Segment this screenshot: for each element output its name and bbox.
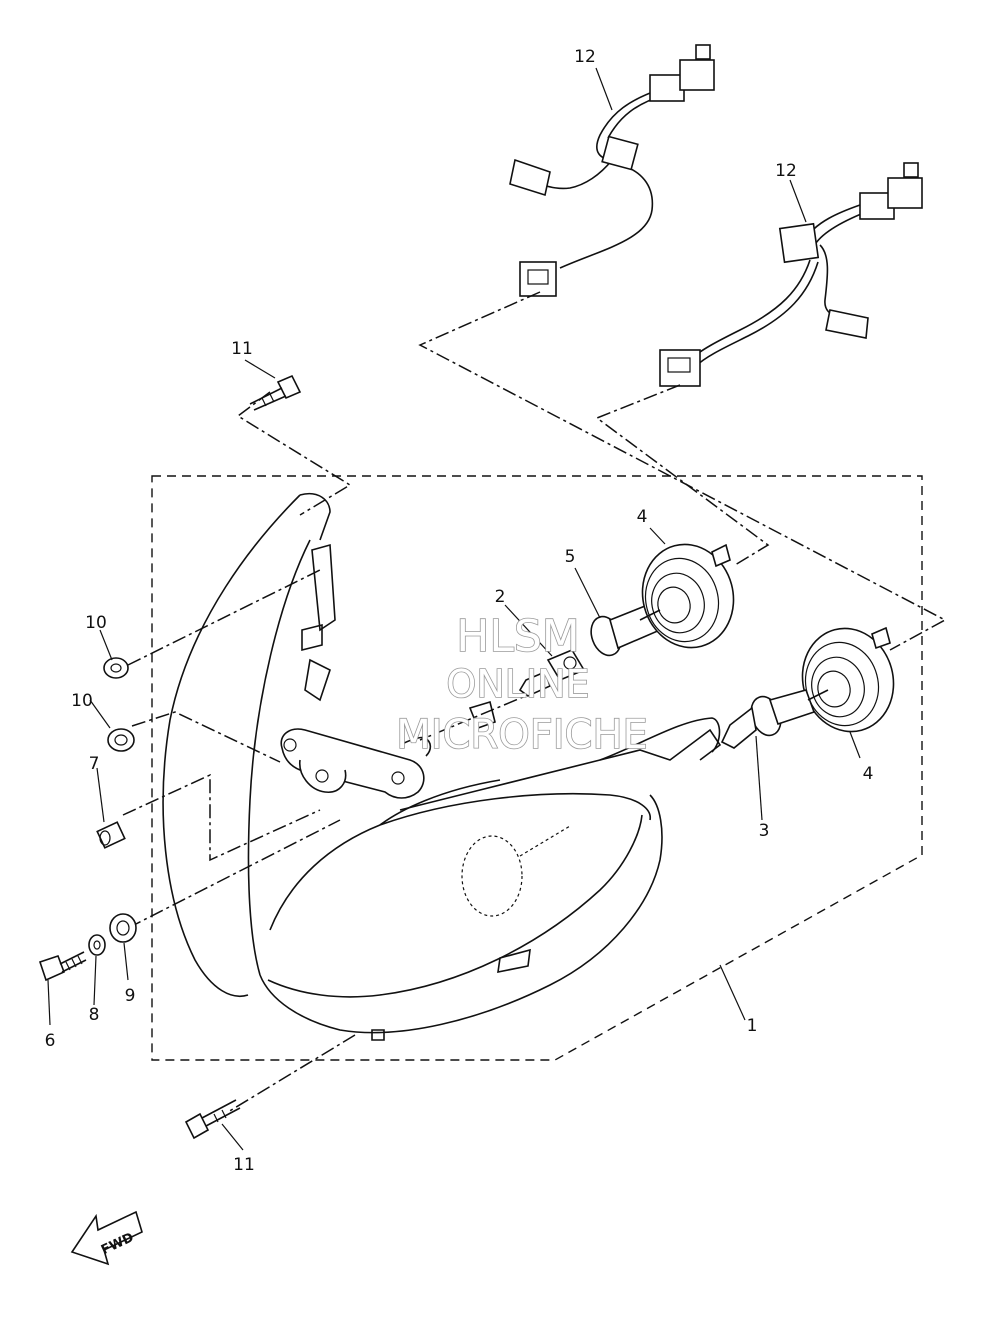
callout-5[interactable]: 5 (565, 547, 576, 567)
callout-4-upper[interactable]: 4 (637, 507, 648, 527)
callout-1[interactable]: 1 (747, 1016, 758, 1036)
reference-lines (122, 291, 947, 1113)
callout-12-right[interactable]: 12 (775, 161, 797, 181)
grommet-lower[interactable] (109, 913, 137, 943)
callout-8[interactable]: 8 (89, 1005, 100, 1025)
callout-11-upper[interactable]: 11 (231, 339, 253, 359)
callout-12-upper[interactable]: 12 (574, 47, 596, 67)
wire-harness-upper[interactable] (509, 44, 715, 297)
watermark-line-3: MICROFICHE (396, 712, 648, 758)
bulb-cover-upper[interactable] (631, 534, 745, 658)
callout-10-upper[interactable]: 10 (85, 613, 107, 633)
watermark-line-1: HLSM (456, 611, 580, 662)
forward-direction-arrow: FWD (70, 1210, 143, 1266)
bulb-position-light[interactable] (518, 648, 586, 697)
wire-harness-right[interactable] (659, 162, 923, 387)
callout-3[interactable]: 3 (759, 821, 770, 841)
headlight-assembly[interactable] (162, 493, 722, 1041)
screw-lower[interactable] (184, 1099, 241, 1140)
callout-11-lower[interactable]: 11 (233, 1155, 255, 1175)
washer[interactable] (88, 934, 106, 956)
callout-7[interactable]: 7 (89, 754, 100, 774)
screw-upper[interactable] (249, 374, 302, 411)
watermark-line-2: ONLINE (446, 662, 589, 706)
callout-10-middle[interactable]: 10 (71, 691, 93, 711)
assembly-frame (151, 475, 923, 1061)
bolt[interactable] (38, 951, 87, 982)
grommet-upper[interactable] (103, 657, 129, 679)
callout-4-lower[interactable]: 4 (863, 764, 874, 784)
callout-6[interactable]: 6 (45, 1031, 56, 1051)
watermark: HLSM ONLINE MICROFICHE (395, 610, 648, 759)
callout-9[interactable]: 9 (125, 986, 136, 1006)
callouts: 12 12 11 4 5 2 10 10 4 7 3 9 8 1 6 11 (45, 47, 874, 1175)
leader-lines (47, 67, 861, 1151)
collar[interactable] (96, 821, 126, 849)
bulb-cover-lower[interactable] (791, 618, 905, 742)
headlight-bulb[interactable] (720, 689, 829, 749)
callout-2[interactable]: 2 (495, 587, 506, 607)
grommet-middle[interactable] (107, 728, 135, 752)
